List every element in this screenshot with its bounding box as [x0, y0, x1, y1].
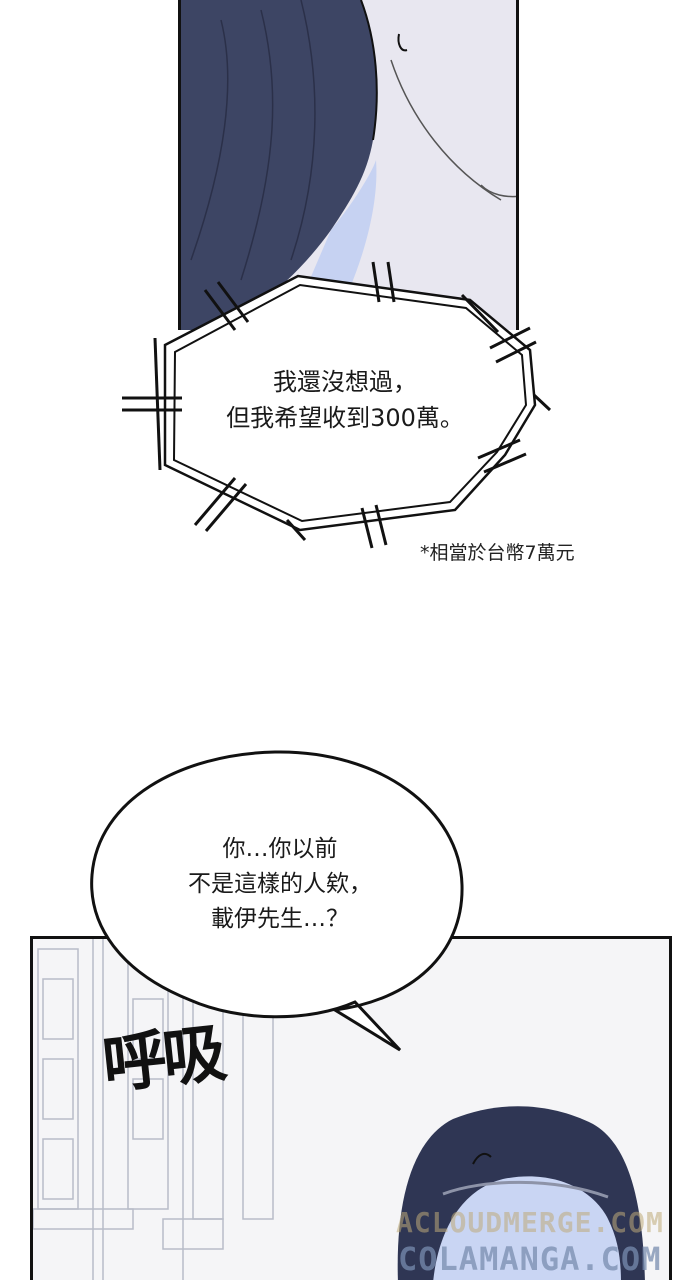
- speech-line-3: 載伊先生…？: [211, 906, 349, 932]
- top-panel: [178, 0, 519, 330]
- hair-closeup-illustration: [181, 0, 516, 330]
- thought-bubble-text: 我還沒想過， 但我希望收到300萬。: [195, 364, 495, 436]
- footnote-text: *相當於台幣7萬元: [420, 542, 575, 564]
- speech-bubble-text: 你…你以前 不是這樣的人欸， 載伊先生…？: [150, 832, 410, 937]
- thought-bubble-shape: [122, 261, 552, 549]
- thought-line-1: 我還沒想過，: [273, 368, 417, 396]
- thought-line-2: 但我希望收到300萬。: [226, 404, 464, 432]
- sound-effect-breath: 呼吸: [99, 1016, 227, 1104]
- watermark-line-2: COLAMANGA.COM: [398, 1240, 662, 1278]
- watermark-line-1: ACLOUDMERGE.COM: [396, 1206, 664, 1239]
- sweat-drop-icon: [472, 1152, 492, 1165]
- speech-bubble-shape: [90, 750, 464, 1052]
- speech-line-2: 不是這樣的人欸，: [188, 871, 372, 897]
- speech-line-1: 你…你以前: [222, 836, 338, 862]
- sweat-drop-icon: [397, 33, 408, 52]
